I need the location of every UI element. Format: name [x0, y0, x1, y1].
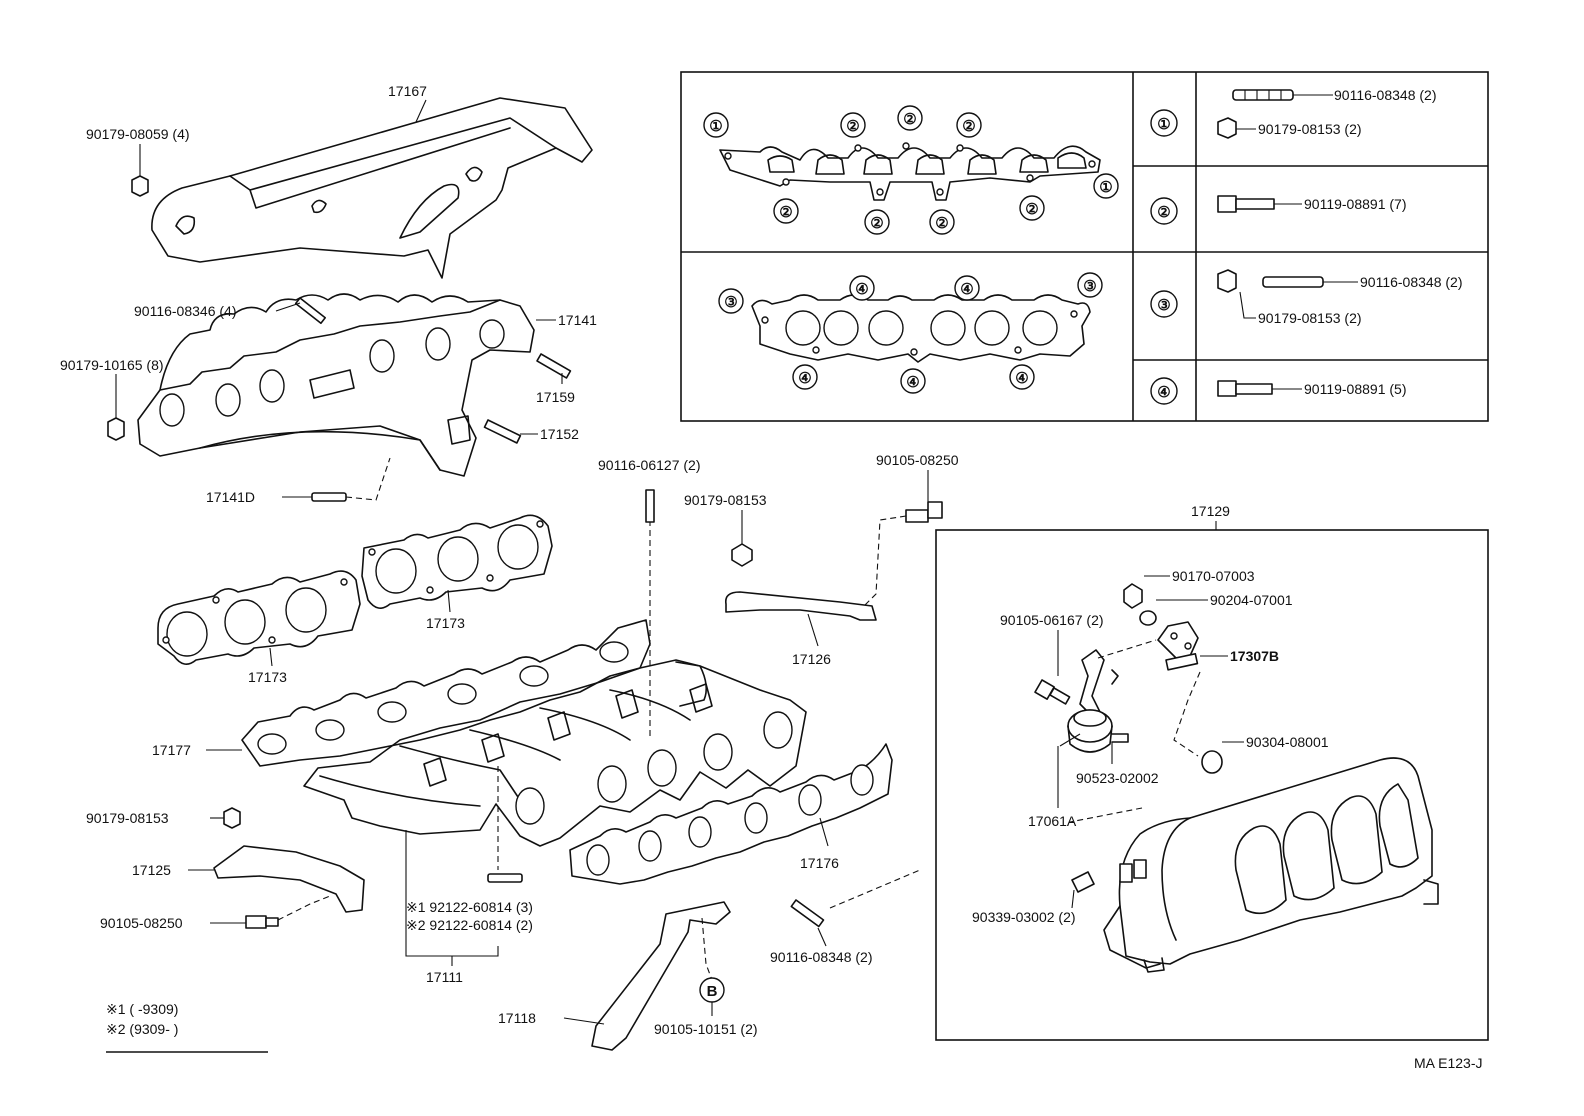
label-17141D: 17141D: [206, 489, 255, 505]
label-17173-left: 17173: [248, 669, 287, 685]
note-2: ※2 (9309- ): [106, 1021, 178, 1037]
bolt-label: 90119-08891 (5): [1304, 381, 1406, 397]
exhaust-manifold-gasket-left: 17173: [157, 570, 361, 685]
vsv-group: 90170-07003 90204-07001 17307B 90105-061…: [972, 568, 1329, 925]
label-90339-03002: 90339-03002 (2): [972, 909, 1076, 925]
stud-bolt-label: 90116-08348 (2): [1334, 87, 1436, 103]
legend-markers-lower: ③ ④ ④ ③ ④ ④ ④: [718, 272, 1103, 394]
bracket-17125: 17125 90105-08250 90179-08153: [86, 807, 365, 931]
intake-manifold-gasket-17177: 17177: [152, 619, 651, 767]
label-17159: 17159: [536, 389, 575, 405]
marker-4: ④: [960, 281, 973, 298]
row-marker-3: ③: [1157, 297, 1170, 314]
label-17111: 17111: [426, 969, 463, 985]
legend-markers-upper: ① ② ② ② ① ② ② ② ②: [703, 105, 1119, 235]
exhaust-manifold: 90116-08346 (4) 17141 17159 17152 90179-…: [60, 293, 597, 505]
row-marker-2: ②: [1157, 204, 1170, 221]
label-90304-08001: 90304-08001: [1246, 734, 1329, 750]
label-90179-10165: 90179-10165 (8): [60, 357, 164, 373]
label-17152: 17152: [540, 426, 579, 442]
legend-row-4: 90119-08891 (5): [1217, 380, 1406, 397]
row-marker-4: ④: [1157, 384, 1170, 401]
label-90116-08348-lower: 90116-08348 (2): [770, 949, 872, 965]
label-17307B: 17307B: [1230, 648, 1279, 664]
label-90179-08153-left: 90179-08153: [86, 810, 169, 826]
label-90523-02002: 90523-02002: [1076, 770, 1159, 786]
stud-bolt-label: 90116-08348 (2): [1360, 274, 1462, 290]
heat-insulator: 17167 90179-08059 (4): [86, 83, 593, 279]
marker-b: B: [707, 983, 718, 1000]
marker-2: ②: [962, 118, 975, 135]
label-17061A: 17061A: [1028, 813, 1077, 829]
bracket-17126: 17126: [724, 591, 877, 667]
label-17126: 17126: [792, 651, 831, 667]
marker-3: ③: [1083, 278, 1096, 295]
marker-2: ②: [779, 204, 792, 221]
marker-2: ②: [935, 215, 948, 232]
exhaust-manifold-gasket-right: 17173: [361, 514, 553, 631]
intake-gasket-drawing: [751, 294, 1091, 363]
marker-2: ②: [870, 215, 883, 232]
row-marker-1: ①: [1157, 116, 1170, 133]
marker-3: ③: [724, 294, 737, 311]
intake-manifold-gasket-17176: 17176: [569, 743, 893, 885]
marker-4: ④: [1015, 370, 1028, 387]
marker-1: ①: [1099, 179, 1112, 196]
nut-label: 90179-08153 (2): [1258, 121, 1362, 137]
note-1: ※1 ( -9309): [106, 1001, 178, 1017]
manifold-stay-17118: 17118 B 90105-10151 (2): [498, 901, 758, 1051]
marker-2: ②: [903, 111, 916, 128]
marker-4: ④: [798, 370, 811, 387]
footnotes: ※1 ( -9309) ※2 (9309- ): [106, 1001, 268, 1053]
gasket-legend-table: ① ② ② ② ① ② ② ② ② ③ ④ ④: [680, 71, 1489, 422]
intake-chamber-assembly: 17129 90170-07003 90204-07001: [935, 503, 1489, 1041]
label-17125: 17125: [132, 862, 171, 878]
intake-stud-group: ※1 92122-60814 (3) ※2 92122-60814 (2) 17…: [405, 830, 533, 985]
legend-row-2: 90119-08891 (7): [1217, 195, 1406, 213]
label-92122-note1: ※1 92122-60814 (3): [406, 899, 533, 915]
legend-row-3: 90116-08348 (2) 90179-08153 (2): [1217, 269, 1462, 326]
label-90170-07003: 90170-07003: [1172, 568, 1255, 584]
label-17141: 17141: [558, 312, 597, 328]
label-90179-08153-top: 90179-08153: [684, 492, 767, 508]
reference-code: MA E123-J: [1414, 1055, 1482, 1071]
exhaust-gasket-drawing: [719, 142, 1101, 201]
label-90105-08250-top: 90105-08250: [876, 452, 959, 468]
label-17176: 17176: [800, 855, 839, 871]
label-90116-08346: 90116-08346 (4): [134, 303, 236, 319]
legend-row-markers: ① ② ③ ④: [1150, 109, 1178, 405]
label-90179-08059: 90179-08059 (4): [86, 126, 190, 142]
marker-2: ②: [1025, 201, 1038, 218]
nut-label: 90179-08153 (2): [1258, 310, 1362, 326]
center-fasteners: 90116-06127 (2) 90179-08153 90105-08250: [598, 452, 959, 607]
marker-1: ①: [709, 118, 722, 135]
label-17167: 17167: [388, 83, 427, 99]
label-90105-08250-bottom: 90105-08250: [100, 915, 183, 931]
intake-chamber: [1103, 757, 1439, 973]
legend-row-1: 90116-08348 (2) 90179-08153 (2): [1217, 87, 1436, 139]
label-90105-06167: 90105-06167 (2): [1000, 612, 1104, 628]
label-17173-right: 17173: [426, 615, 465, 631]
label-92122-note2: ※2 92122-60814 (2): [406, 917, 533, 933]
bolt-label: 90119-08891 (7): [1304, 196, 1406, 212]
marker-2: ②: [846, 118, 859, 135]
label-17177: 17177: [152, 742, 191, 758]
label-90105-10151: 90105-10151 (2): [654, 1021, 758, 1037]
label-17129: 17129: [1191, 503, 1230, 519]
label-17118: 17118: [498, 1010, 536, 1026]
intake-manifold: [303, 520, 807, 870]
marker-4: ④: [855, 281, 868, 298]
label-90204-07001: 90204-07001: [1210, 592, 1293, 608]
label-90116-06127: 90116-06127 (2): [598, 457, 700, 473]
marker-4: ④: [906, 374, 919, 391]
stud-90116-08348: 90116-08348 (2): [770, 869, 921, 965]
